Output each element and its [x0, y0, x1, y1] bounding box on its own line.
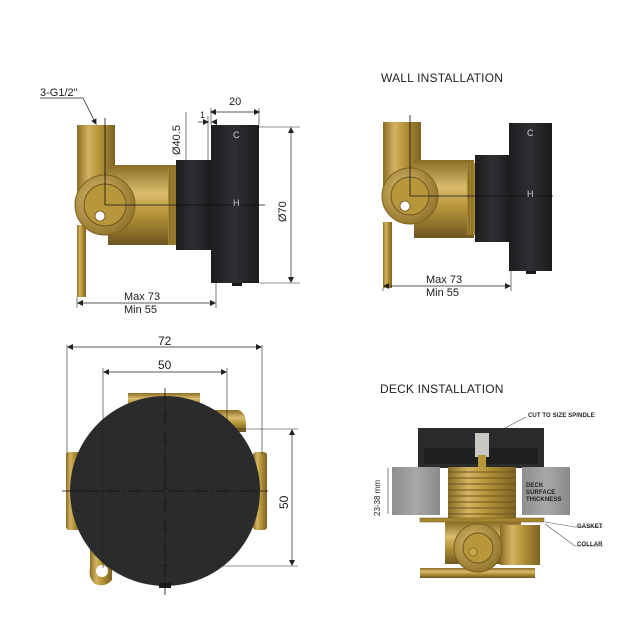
inlet-spacing-dimension: 50	[158, 358, 172, 372]
cover-depth-dimension: 20	[229, 96, 242, 108]
deck-block-left	[392, 467, 440, 515]
gasket-callout: GASKET	[577, 524, 603, 530]
threaded-sleeve	[448, 467, 516, 519]
spindle-callout: CUT TO SIZE SPINDLE	[528, 413, 595, 419]
depth-max-label: Max 73	[124, 291, 161, 303]
gap-dimension: 1	[200, 110, 206, 120]
trim-diameter-dimension: Ø70	[277, 201, 289, 222]
cold-marker: C	[233, 130, 240, 140]
thread	[168, 170, 177, 245]
thread-size-label: 3-G1/2"	[40, 87, 78, 99]
wall-installation-drawing	[381, 115, 553, 291]
deck-callout-line3: THICKNESS	[526, 497, 562, 503]
deck-callout-line2: SURFACE	[526, 490, 556, 496]
deck-installation-drawing	[387, 416, 603, 578]
trim-plate	[211, 125, 259, 283]
wall-hot-marker: H	[527, 189, 534, 199]
front-view-drawing	[62, 344, 298, 595]
mounting-bracket	[77, 225, 86, 297]
sleeve-diameter-dimension: Ø40.5	[171, 125, 183, 155]
wall-depth-max-label: Max 73	[426, 274, 463, 286]
vertical-spacing-dimension: 50	[277, 495, 291, 509]
deck-block-right	[522, 467, 570, 515]
trim-disc	[70, 396, 260, 586]
overall-width-dimension: 72	[158, 334, 172, 348]
hot-marker: H	[233, 198, 240, 208]
collar-callout: COLLAR	[577, 542, 603, 548]
wall-cold-marker: C	[527, 128, 534, 138]
deck-callout-line1: DECK	[526, 483, 544, 489]
side-view-drawing	[40, 97, 300, 308]
deck-thickness-range: 23-38 mm	[373, 479, 382, 516]
wall-installation-title: WALL INSTALLATION	[381, 71, 504, 85]
depth-min-label: Min 55	[124, 304, 158, 316]
wall-depth-min-label: Min 55	[426, 287, 460, 299]
deck-installation-title: DECK INSTALLATION	[380, 382, 504, 396]
